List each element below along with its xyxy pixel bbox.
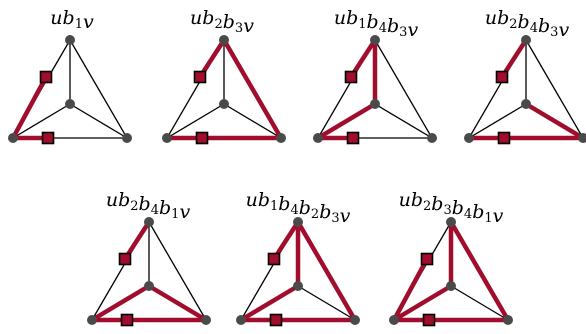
panel-caption: ub2b4b3v [485,7,570,41]
panel-ub1v: ub1v [8,7,132,145]
graph-edge [374,39,433,139]
graph-vertex [65,99,75,109]
graph-edge [297,285,356,321]
panel-ub1b4b3v: ub1b4b3v [313,7,437,145]
highlighted-path-segment [315,101,378,141]
graph-vertex [350,315,360,325]
graph-vertex [87,315,97,325]
panel-caption: ub1v [50,7,94,33]
graph-vertex [427,133,437,143]
panel-ub1b4b2b3v: ub1b4b2b3v [236,189,360,327]
graph-edge [166,103,225,139]
graph-vertex [313,133,323,143]
square-marker [120,313,134,327]
graph-edge [69,39,128,139]
graph-edge [12,103,71,139]
square-marker [195,131,209,145]
graph-vertex [8,133,18,143]
graph-vertex [446,217,456,227]
panel-ub2b3v: ub2b3v [162,7,286,145]
square-marker [41,131,55,145]
square-marker [118,252,132,266]
graph-vertex [389,315,399,325]
square-marker [422,313,436,327]
graph-vertex [293,217,303,227]
graph-vertex [144,217,154,227]
square-marker [497,131,511,145]
panel-caption: ub1b4b3v [334,7,419,41]
graph-edge [374,103,433,139]
panel-caption: ub2b3b4b1v [399,189,504,227]
graph-vertex [446,281,456,291]
graph-edge [69,103,128,139]
graph-vertex [236,315,246,325]
graph-vertex [122,133,132,143]
panel-ub2b3b4b1v: ub2b3b4b1v [389,189,513,327]
highlighted-path-segment [295,219,358,323]
graph-vertex [201,315,211,325]
graph-edge [468,103,527,139]
panel-ub2b4b3v: ub2b4b3v [464,7,586,145]
graph-vertex [503,315,513,325]
square-marker [39,70,53,84]
square-marker [346,131,360,145]
square-marker [344,70,358,84]
graph-vertex [578,133,586,143]
highlighted-path-segment [10,74,49,141]
highlighted-path-segment [391,283,454,323]
graph-edge [525,39,584,139]
graph-vertex [219,35,229,45]
graph-vertex [521,99,531,109]
square-marker [267,252,281,266]
square-marker [495,70,509,84]
graph-vertex [65,35,75,45]
panel-caption: ub2b3v [190,7,254,37]
graph-vertex [370,35,380,45]
graph-vertex [219,99,229,109]
graph-vertex [370,99,380,109]
square-marker [420,252,434,266]
graph-vertex [144,281,154,291]
highlighted-path-segment [523,101,586,141]
highlighted-path-segment [391,256,430,323]
graph-vertex [293,281,303,291]
graph-vertex [464,133,474,143]
graph-edge [148,221,207,321]
highlighted-path-segment [221,37,284,141]
graph-vertex [276,133,286,143]
graph-vertex [521,35,531,45]
graph-vertex [162,133,172,143]
panel-caption: ub2b4b1v [106,189,191,223]
panel-ub2b4b1v: ub2b4b1v [87,189,211,327]
square-marker [269,313,283,327]
highlighted-path-segment [89,283,152,323]
square-marker [193,70,207,84]
graph-edge [223,103,282,139]
graph-edge [450,285,509,321]
highlighted-path-segment [238,283,301,323]
panel-caption: ub1b4b2b3v [246,189,351,227]
highlighted-path-segment [448,219,511,323]
highlighted-path-segment [146,283,209,323]
